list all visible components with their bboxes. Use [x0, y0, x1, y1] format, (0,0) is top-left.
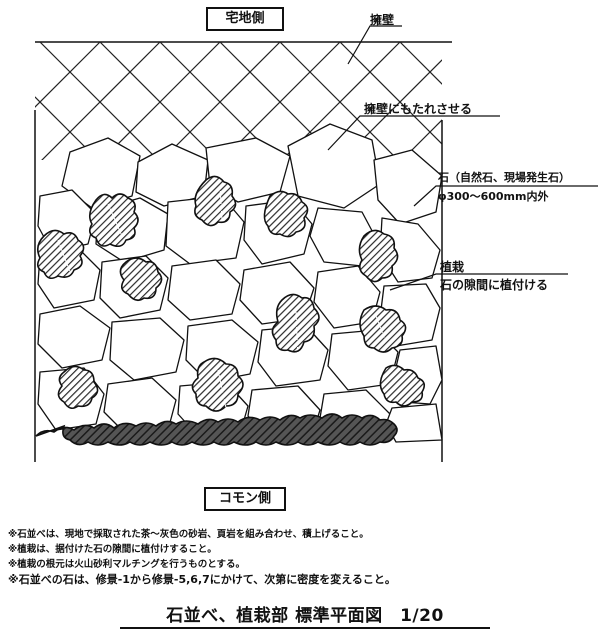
stone-size-label: φ300～600mm内外: [438, 190, 549, 203]
residential-side-label: 宅地側: [206, 7, 284, 31]
drawing-title: 石並べ、植栽部 標準平面図 1/20: [120, 601, 490, 629]
planting-branch-lines: [57, 185, 387, 409]
note-line: ※植栽は、据付けた石の隙間に植付けすること。: [8, 544, 217, 555]
stone-masonry: [37, 123, 443, 443]
notes-block: ※石並べは、現地で採取された茶～灰色の砂岩、頁岩を組み合わせ、積上げること。 ※…: [8, 527, 603, 587]
stone-spec-label: 石（自然石、現場発生石）: [438, 171, 570, 184]
planting-method-label: 石の隙間に植付ける: [440, 278, 549, 292]
note-line: ※石並べの石は、修景-1から修景-5,6,7にかけて、次第に密度を変えること。: [8, 573, 396, 586]
leader-lines: [327, 25, 598, 291]
planting-label: 植栽: [440, 260, 465, 274]
planting-areas: [36, 175, 426, 412]
gravel-mulch-band: [35, 413, 398, 446]
common-side-label: コモン側: [204, 487, 286, 511]
retaining-wall-label: 擁壁: [370, 13, 395, 27]
note-line: ※石並べは、現地で採取された茶～灰色の砂岩、頁岩を組み合わせ、積上げること。: [8, 529, 369, 540]
note-line: ※植栽の根元は火山砂利マルチングを行うものとする。: [8, 559, 245, 570]
lean-on-wall-label: 擁壁にもたれさせる: [364, 102, 473, 116]
